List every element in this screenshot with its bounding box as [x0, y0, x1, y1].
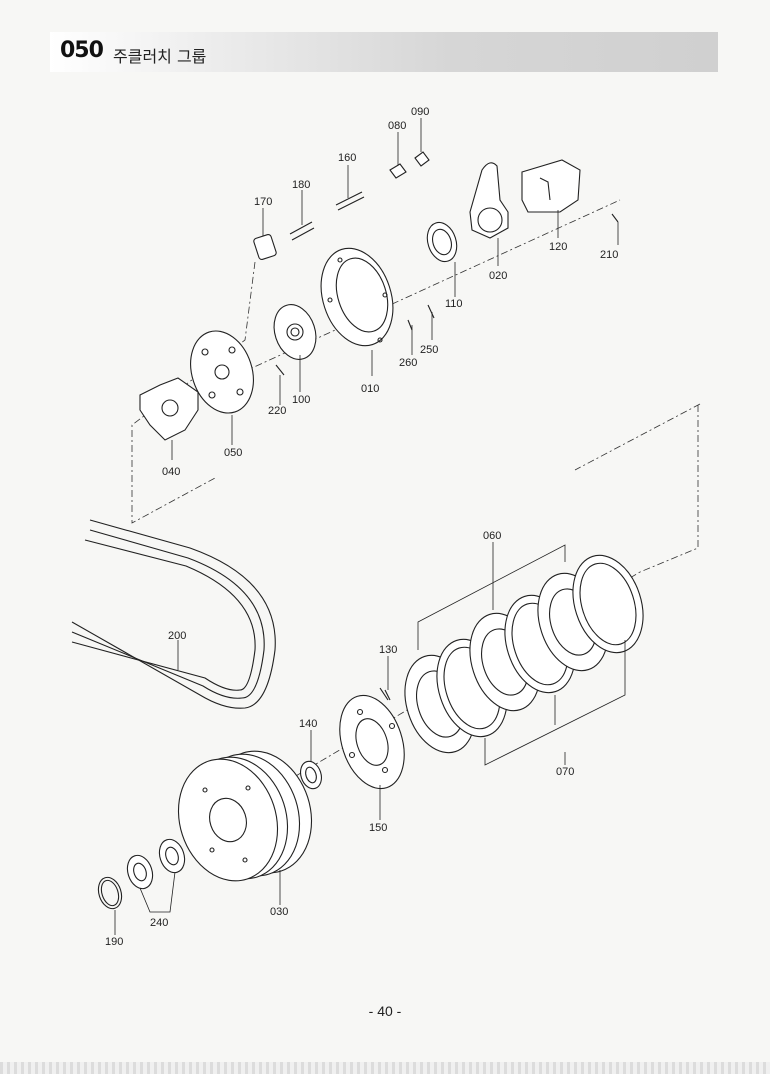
label-090: 090 [411, 106, 429, 118]
washer-140 [300, 760, 322, 790]
header-band [50, 32, 718, 72]
label-010: 010 [361, 383, 379, 395]
label-190: 190 [105, 936, 123, 948]
label-130: 130 [379, 644, 397, 656]
clutch-plates [404, 554, 644, 754]
label-210: 210 [600, 249, 618, 261]
disk-100 [273, 304, 317, 360]
label-100: 100 [292, 394, 310, 406]
label-060: 060 [483, 530, 501, 542]
label-160: 160 [338, 152, 356, 164]
snap-ring-190 [97, 876, 123, 910]
center-axis-lines [131, 199, 701, 816]
clutch-hub-150 [339, 689, 405, 790]
label-150: 150 [369, 822, 387, 834]
label-110: 110 [445, 298, 463, 310]
sleeve-120 [521, 159, 581, 213]
page-number: - 40 - [368, 1003, 402, 1019]
bearings-240 [126, 838, 186, 890]
label-030: 030 [270, 906, 288, 918]
jaw-coupling-040 [139, 377, 199, 441]
label-180: 180 [292, 179, 310, 191]
label-070: 070 [556, 766, 574, 778]
part-labels: 010 020 030 040 050 060 070 080 090 100 … [105, 106, 618, 948]
label-260: 260 [399, 357, 417, 369]
label-040: 040 [162, 466, 180, 478]
small-hardware [253, 151, 619, 701]
label-240: 240 [150, 917, 168, 929]
bearing-110 [426, 221, 458, 263]
v-belt-200 [71, 519, 276, 709]
release-lever-020 [469, 162, 509, 239]
housing-010 [320, 247, 394, 347]
label-170: 170 [254, 196, 272, 208]
section-title: 주클러치 그룹 [113, 47, 207, 66]
pulley-030 [177, 750, 313, 882]
label-080: 080 [388, 120, 406, 132]
label-020: 020 [489, 270, 507, 282]
label-140: 140 [299, 718, 317, 730]
label-250: 250 [420, 344, 438, 356]
plate-050 [190, 330, 254, 414]
label-050: 050 [224, 447, 242, 459]
leader-lines [114, 118, 626, 935]
label-220: 220 [268, 405, 286, 417]
section-code: 050 [60, 38, 104, 63]
label-200: 200 [168, 630, 186, 642]
label-120: 120 [549, 241, 567, 253]
scan-edge [0, 1062, 770, 1074]
